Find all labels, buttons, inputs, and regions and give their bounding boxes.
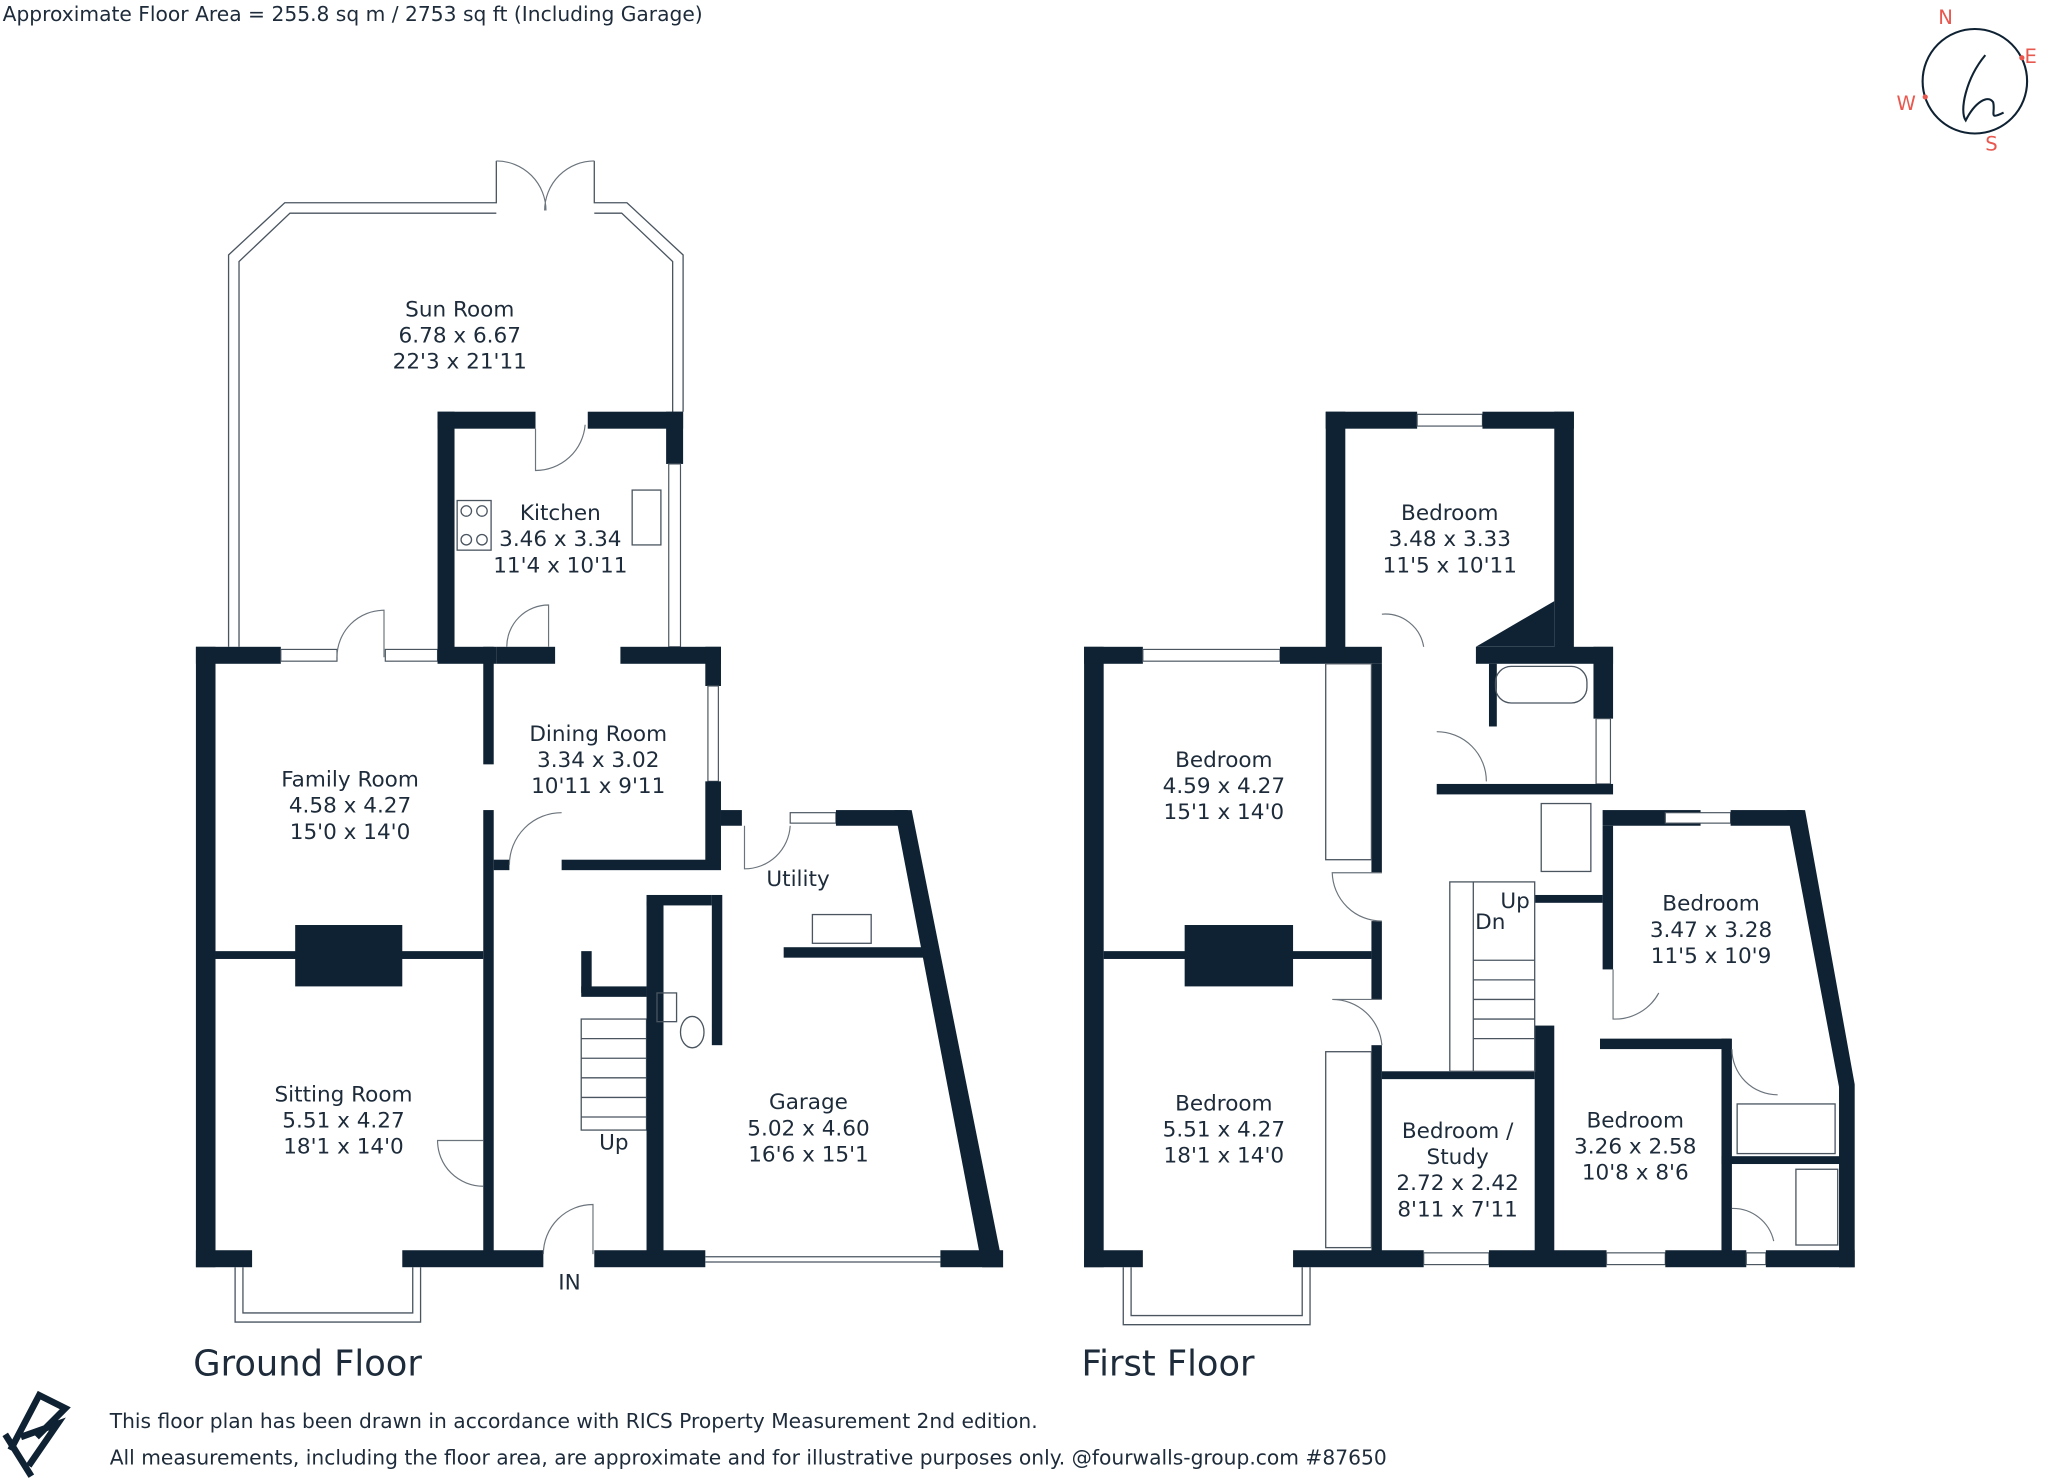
room-imperial: 18'1 x 14'0 — [1164, 1144, 1285, 1169]
compass: N E W S — [1896, 6, 2036, 156]
room-name: Utility — [766, 867, 830, 892]
compass-e: E — [2024, 45, 2036, 68]
stairs-up-label: Up — [1500, 889, 1529, 914]
room-imperial: 11'5 x 10'11 — [1383, 553, 1517, 578]
room-name: Bedroom / — [1402, 1119, 1514, 1144]
room-metric: 4.58 x 4.27 — [289, 794, 411, 819]
room-imperial: 11'5 x 10'9 — [1651, 944, 1772, 969]
room-metric: 3.47 x 3.28 — [1650, 918, 1772, 943]
footer-rics-note: This floor plan has been drawn in accord… — [109, 1409, 1038, 1433]
room-imperial: 8'11 x 7'11 — [1397, 1197, 1518, 1222]
room-imperial: 22'3 x 21'11 — [393, 350, 527, 375]
stairs-down-label: Dn — [1475, 910, 1505, 935]
room-imperial: 15'0 x 14'0 — [290, 820, 411, 845]
room-name: Bedroom — [1175, 748, 1272, 773]
compass-n: N — [1938, 6, 1953, 29]
room-metric: 6.78 x 6.67 — [399, 323, 521, 348]
room-name: Sitting Room — [274, 1082, 412, 1107]
room-name: Garage — [769, 1090, 848, 1115]
room-imperial: 16'6 x 15'1 — [748, 1142, 869, 1167]
room-metric: 3.26 x 2.58 — [1574, 1135, 1696, 1160]
room-imperial: 10'8 x 8'6 — [1582, 1161, 1689, 1186]
room-imperial: 10'11 x 9'11 — [531, 774, 665, 799]
room-name: Bedroom — [1175, 1091, 1272, 1116]
compass-w: W — [1896, 92, 1915, 115]
room-name: Dining Room — [529, 722, 667, 747]
room-imperial: 18'1 x 14'0 — [283, 1135, 404, 1160]
room-name: Study — [1427, 1145, 1489, 1170]
logo-script-icon — [1962, 54, 2005, 123]
room-metric: 3.34 x 3.02 — [537, 748, 659, 773]
room-name: Bedroom — [1401, 501, 1498, 526]
room-metric: 5.02 x 4.60 — [747, 1116, 869, 1141]
room-metric: 3.46 x 3.34 — [499, 527, 621, 552]
stairs-up-label: Up — [599, 1131, 628, 1156]
room-name: Sun Room — [405, 297, 514, 322]
fourwalls-logo-icon — [2, 1390, 71, 1478]
room-name: Bedroom — [1662, 892, 1759, 917]
room-imperial: 15'1 x 14'0 — [1164, 800, 1285, 825]
room-metric: 5.51 x 4.27 — [1163, 1118, 1285, 1143]
entrance-label: IN — [558, 1270, 580, 1295]
room-imperial: 11'4 x 10'11 — [493, 553, 627, 578]
footer-disclaimer: All measurements, including the floor ar… — [110, 1445, 1387, 1469]
room-name: Family Room — [281, 768, 419, 793]
room-name: Bedroom — [1587, 1108, 1684, 1133]
room-metric: 2.72 x 2.42 — [1396, 1171, 1518, 1196]
room-name: Kitchen — [520, 501, 601, 526]
first-floor-title: First Floor — [1081, 1344, 1255, 1385]
compass-s: S — [1985, 132, 1997, 155]
room-metric: 4.59 x 4.27 — [1163, 774, 1285, 799]
room-metric: 3.48 x 3.33 — [1389, 527, 1511, 552]
room-metric: 5.51 x 4.27 — [282, 1108, 404, 1133]
ground-floor-title: Ground Floor — [193, 1344, 422, 1385]
floor-area-text: Approximate Floor Area = 255.8 sq m / 27… — [3, 2, 703, 26]
